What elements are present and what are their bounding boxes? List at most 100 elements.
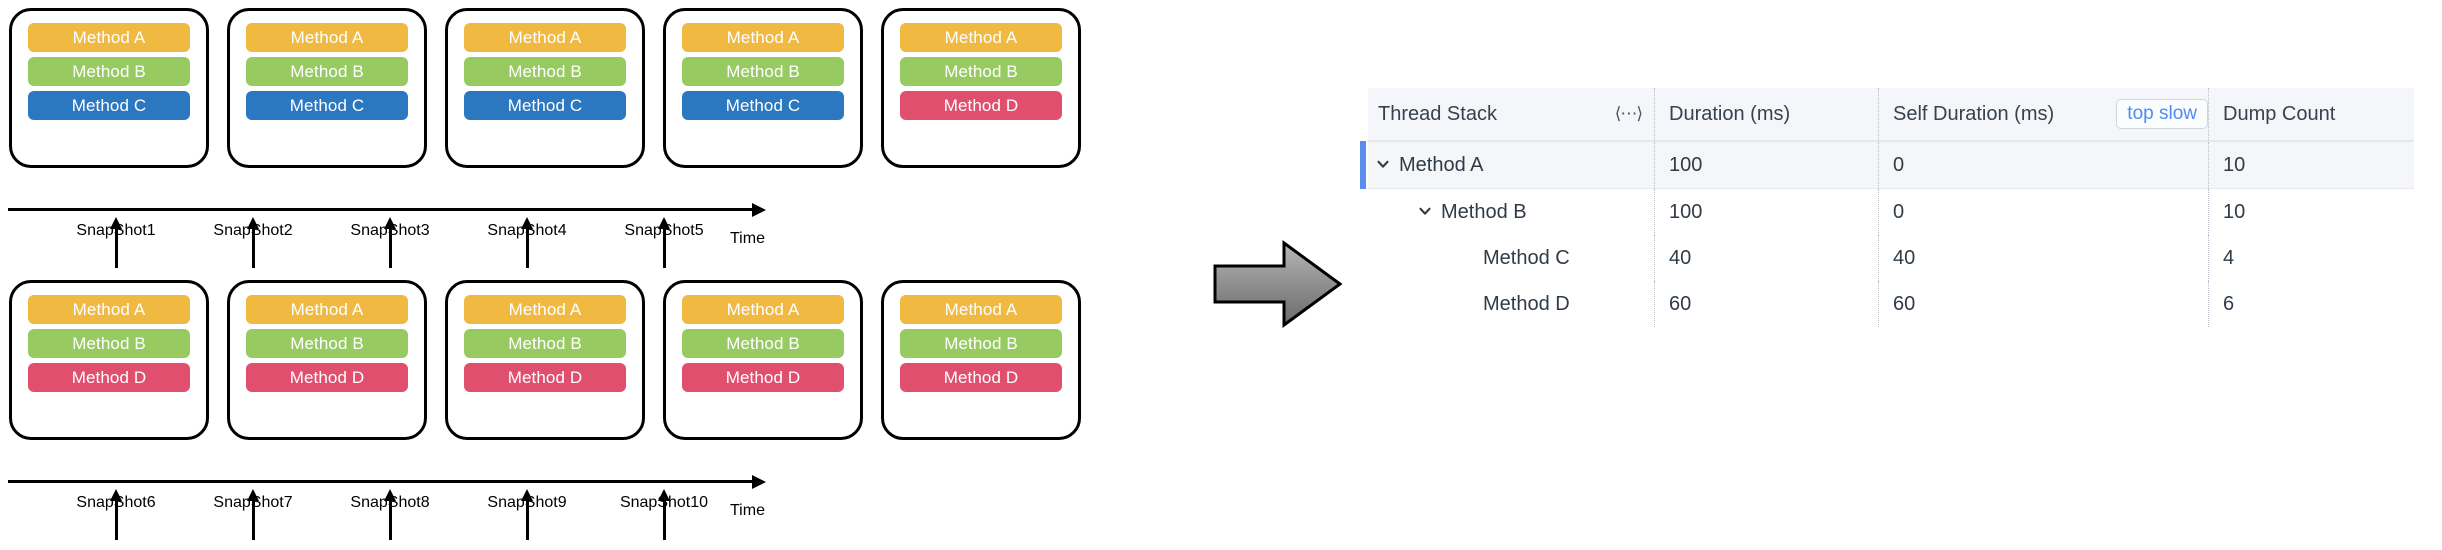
tick-arrow-icon (384, 217, 396, 229)
axis-tick-label: SnapShot8 (350, 494, 430, 511)
table-body: Method A 100 0 10 Method B 100 0 10 Meth… (1360, 141, 2414, 327)
time-axis-bottom: SnapShot6 SnapShot7 SnapShot8 SnapShot9 … (8, 475, 1158, 540)
stack-frame-method-a: Method A (246, 23, 408, 52)
cell-thread-stack[interactable]: Method B (1368, 189, 1654, 235)
snapshot-slot: Method A Method B Method D (0, 280, 218, 440)
cell-thread-stack[interactable]: Method C (1368, 235, 1654, 281)
axis-tick-label: SnapShot3 (350, 222, 430, 239)
cell-self-duration: 0 (1878, 189, 2208, 235)
column-resize-icon[interactable]: ⟨⋯⟩ (1614, 104, 1643, 123)
axis-title: Time (730, 230, 765, 247)
snapshot-slot: Method A Method B Method C (436, 8, 654, 168)
tick-arrow-icon (384, 489, 396, 501)
stack-frame-method-d: Method D (28, 363, 190, 392)
axis-tick-label: SnapShot10 (619, 494, 709, 511)
cell-duration: 40 (1654, 235, 1878, 281)
axis-tick-label: SnapShot2 (213, 222, 293, 239)
stack-frame-method-b: Method B (464, 329, 626, 358)
table-row[interactable]: Method D 60 60 6 (1368, 281, 2414, 327)
stack-frame-method-d: Method D (682, 363, 844, 392)
snapshot-slot: Method A Method B Method D (436, 280, 654, 440)
stack-frame-method-b: Method B (246, 329, 408, 358)
cell-thread-stack[interactable]: Method D (1368, 281, 1654, 327)
axis-tick-label: SnapShot4 (487, 222, 567, 239)
axis-tick-label: SnapShot5 (624, 222, 704, 239)
stack-frame-method-b: Method B (682, 329, 844, 358)
column-header-duration[interactable]: Duration (ms) (1654, 88, 1878, 140)
axis-tick (521, 217, 533, 268)
axis-tick (384, 217, 396, 268)
snapshot-card: Method A Method B Method D (445, 280, 645, 440)
stack-frame-method-b: Method B (900, 329, 1062, 358)
top-slow-button[interactable]: top slow (2116, 99, 2208, 129)
snapshot-slot: Method A Method B Method D (654, 280, 872, 440)
tick-arrow-icon (521, 489, 533, 501)
stack-frame-method-a: Method A (682, 23, 844, 52)
thread-stack-table: Thread Stack ⟨⋯⟩ Duration (ms) Self Dura… (1360, 88, 2414, 327)
column-header-self-duration[interactable]: Self Duration (ms) top slow (1878, 88, 2208, 140)
column-header-thread-stack[interactable]: Thread Stack ⟨⋯⟩ (1368, 88, 1654, 140)
stack-frame-method-a: Method A (464, 23, 626, 52)
snapshot-card: Method A Method B Method D (9, 280, 209, 440)
stack-frame-method-b: Method B (28, 57, 190, 86)
stack-frame-method-d: Method D (900, 91, 1062, 120)
tick-arrow-icon (521, 217, 533, 229)
stack-frame-method-c: Method C (464, 91, 626, 120)
table-row[interactable]: Method C 40 40 4 (1368, 235, 2414, 281)
tick-arrow-icon (658, 489, 670, 501)
column-header-dump-count[interactable]: Dump Count (2208, 88, 2414, 140)
flow-arrow (1212, 238, 1344, 330)
snapshot-slot: Method A Method B Method C (654, 8, 872, 168)
stack-frame-method-a: Method A (464, 295, 626, 324)
snapshot-timeline-diagram: Method A Method B Method C Method A Meth… (0, 0, 1200, 550)
axis-tick (110, 217, 122, 268)
stack-frame-method-a: Method A (28, 295, 190, 324)
stack-frame-method-a: Method A (28, 23, 190, 52)
tick-arrow-icon (110, 217, 122, 229)
snapshot-slot: Method A Method B Method D (218, 280, 436, 440)
axis-tick-label: SnapShot1 (76, 222, 156, 239)
axis-arrowhead-icon (752, 203, 766, 217)
chevron-down-icon[interactable] (1376, 157, 1392, 174)
axis-tick-label: SnapShot7 (213, 494, 293, 511)
snapshot-card: Method A Method B Method C (9, 8, 209, 168)
method-name: Method B (1441, 200, 1527, 223)
cell-duration: 100 (1654, 189, 1878, 235)
cell-dump-count: 4 (2208, 235, 2414, 281)
column-header-self-duration-label: Self Duration (ms) (1893, 102, 2055, 125)
axis-tick (247, 489, 259, 540)
table-row[interactable]: Method B 100 0 10 (1368, 189, 2414, 235)
tick-arrow-icon (247, 489, 259, 501)
stack-frame-method-a: Method A (682, 295, 844, 324)
tick-arrow-icon (658, 217, 670, 229)
axis-arrowhead-icon (752, 475, 766, 489)
stack-frame-method-b: Method B (682, 57, 844, 86)
chevron-down-icon[interactable] (1418, 204, 1434, 221)
axis-tick (521, 489, 533, 540)
cell-thread-stack[interactable]: Method A (1368, 142, 1654, 188)
stack-frame-method-d: Method D (464, 363, 626, 392)
column-header-thread-stack-label: Thread Stack (1378, 102, 1497, 125)
axis-line (8, 480, 754, 483)
method-name: Method D (1483, 292, 1570, 315)
axis-tick (658, 217, 670, 268)
table-row[interactable]: Method A 100 0 10 (1360, 141, 2414, 189)
cell-dump-count: 6 (2208, 281, 2414, 327)
axis-tick-label: SnapShot9 (487, 494, 567, 511)
stack-frame-method-b: Method B (900, 57, 1062, 86)
stack-frame-method-a: Method A (900, 23, 1062, 52)
axis-tick (110, 489, 122, 540)
snapshot-slot: Method A Method B Method C (218, 8, 436, 168)
cell-self-duration: 60 (1878, 281, 2208, 327)
timeline-row-top: Method A Method B Method C Method A Meth… (0, 0, 1200, 268)
snapshot-slot: Method A Method B Method D (872, 8, 1090, 168)
method-name: Method A (1399, 153, 1484, 176)
snapshot-slot: Method A Method B Method D (872, 280, 1090, 440)
stack-frame-method-b: Method B (246, 57, 408, 86)
stack-frame-method-c: Method C (28, 91, 190, 120)
timeline-row-bottom: Method A Method B Method D Method A Meth… (0, 272, 1200, 540)
snapshot-card: Method A Method B Method C (227, 8, 427, 168)
column-header-duration-label: Duration (ms) (1669, 102, 1791, 125)
right-arrow-icon (1213, 240, 1343, 328)
axis-tick (247, 217, 259, 268)
